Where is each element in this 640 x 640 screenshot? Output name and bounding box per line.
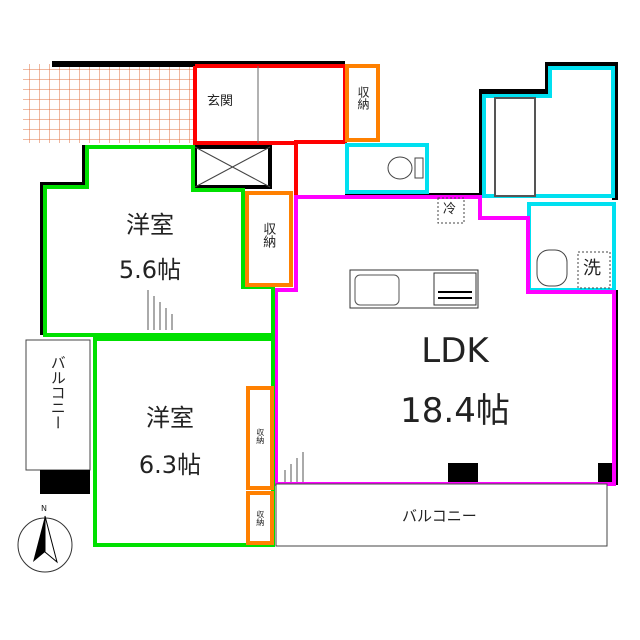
storage-top-outline <box>345 64 380 142</box>
storage-west-label: 収納 <box>260 222 276 248</box>
balcony-left-outline <box>25 339 91 471</box>
entrance-tile-area <box>23 64 193 143</box>
storage-small-2-outline <box>246 491 274 545</box>
compass-icon <box>17 515 73 573</box>
balcony-bottom-outline <box>275 483 608 547</box>
toilet-outline <box>345 143 429 194</box>
storage-top-label: 収納 <box>356 86 370 110</box>
ldk-size: 18.4帖 <box>400 391 510 431</box>
western-room-1-size: 5.6帖 <box>118 256 182 284</box>
storage-small-1-label: 収納 <box>255 428 265 444</box>
compass-north-label: N <box>41 504 47 513</box>
western-room-2-size: 6.3帖 <box>138 451 202 479</box>
entrance-label: 玄関 <box>207 94 234 109</box>
storage-west-outline <box>245 191 293 287</box>
balcony-bottom-label: バルコニー <box>402 507 477 525</box>
ldk-name: LDK <box>421 331 489 371</box>
western-room-1-name: 洋室 <box>126 211 174 239</box>
balcony-left-label: バルコニー <box>48 355 67 430</box>
storage-small-1-outline <box>246 386 274 490</box>
fridge-label: 冷 <box>443 202 457 217</box>
storage-small-2-label: 収納 <box>255 510 265 526</box>
ldk-outline <box>274 195 616 486</box>
western-room-2-name: 洋室 <box>146 404 194 432</box>
washer-label: 洗 <box>583 258 601 279</box>
